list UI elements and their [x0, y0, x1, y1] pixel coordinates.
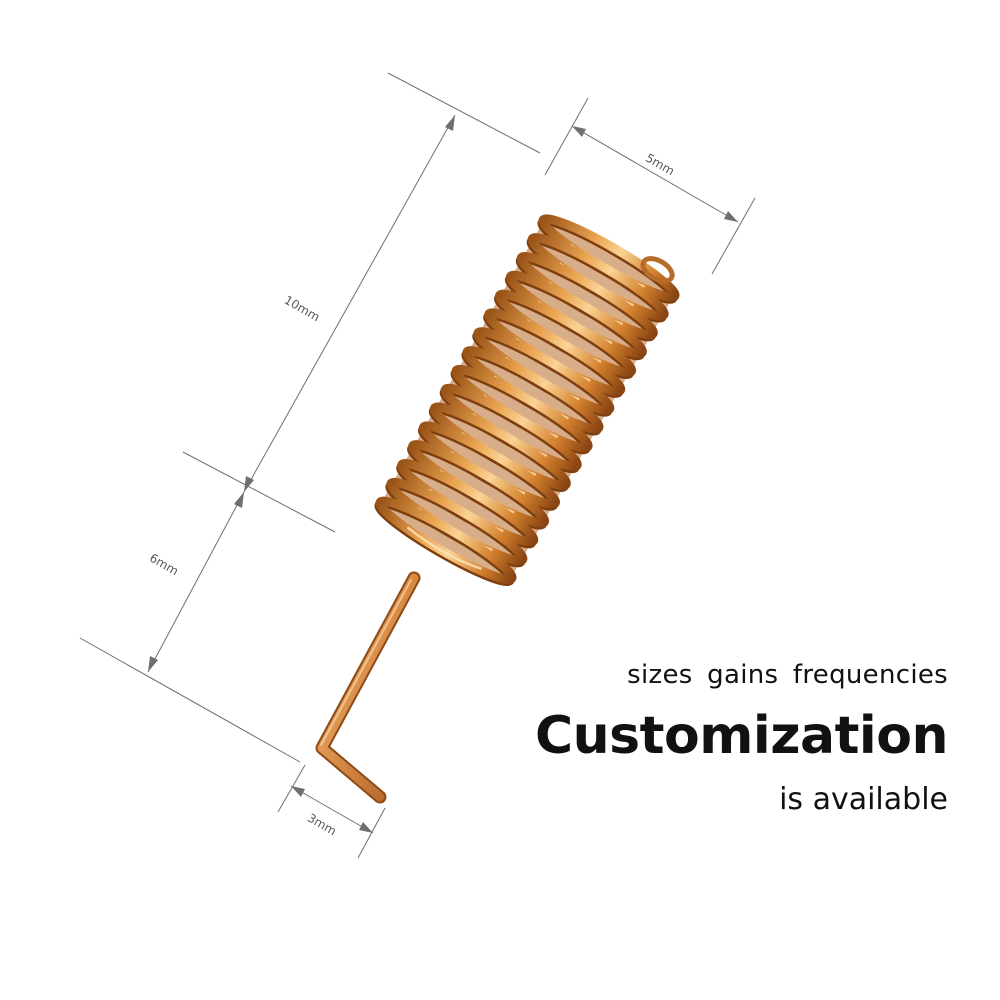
coil-turn	[374, 496, 517, 587]
coil-diameter-label: 5mm	[643, 151, 677, 179]
dimension-arrowheads	[148, 115, 738, 833]
headline-text: Customization	[534, 706, 949, 766]
leg-length-label: 6mm	[147, 551, 181, 579]
tagline-text: sizes gains frequencies	[627, 660, 948, 690]
coil-length-label: 10mm	[282, 293, 322, 324]
foot-length-label: 3mm	[305, 811, 339, 839]
dimension-lines	[79, 72, 756, 859]
coil-turns	[374, 214, 680, 587]
copper-coil	[374, 214, 680, 587]
antenna-wire	[315, 571, 421, 804]
subline-text: is available	[779, 782, 948, 817]
